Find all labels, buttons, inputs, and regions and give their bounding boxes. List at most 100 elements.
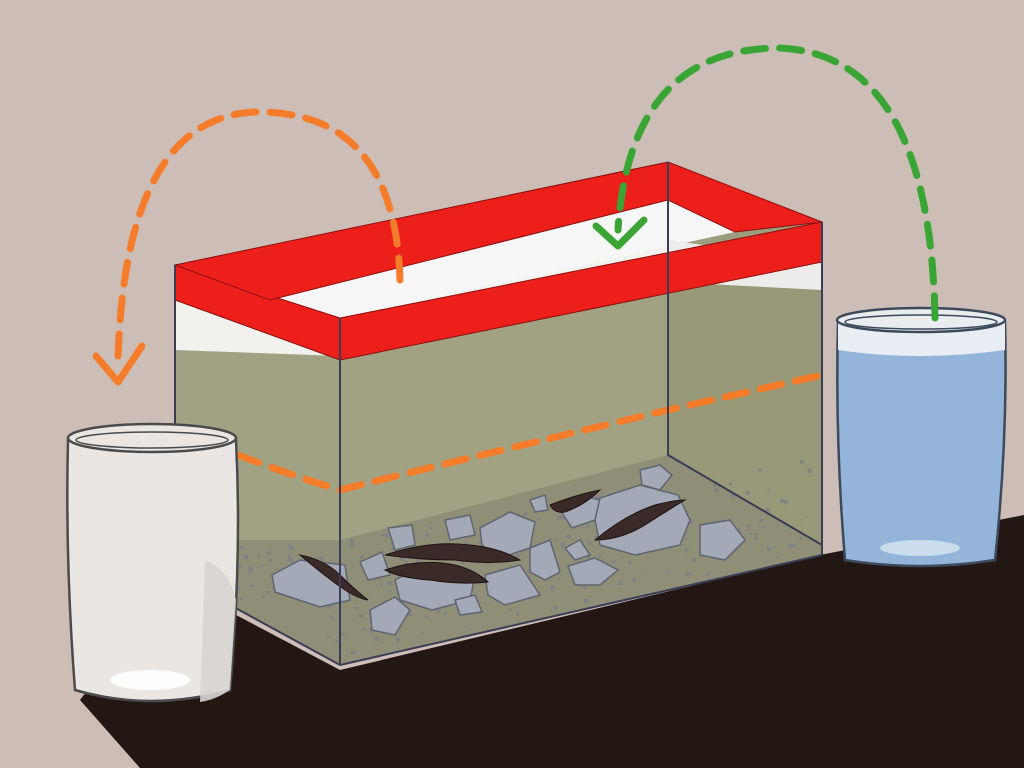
rock (387, 524, 416, 551)
rock (359, 550, 391, 581)
gravel-speck (807, 468, 812, 474)
gravel-speck (328, 605, 332, 609)
gravel-speck (754, 532, 758, 537)
gravel-speck (289, 545, 294, 551)
gravel-speck (266, 591, 270, 595)
gravel-speck (327, 636, 330, 639)
gravel-speck (666, 569, 670, 573)
gravel-speck (319, 556, 324, 562)
gravel-speck (583, 598, 589, 604)
gravel-speck (240, 545, 244, 550)
rock (369, 596, 411, 636)
gravel-speck (799, 536, 803, 540)
gravel-speck (632, 577, 637, 583)
gravel-speck (685, 537, 688, 540)
gravel-speck (799, 459, 804, 465)
gravel-speck (759, 518, 764, 523)
gravel-speck (429, 526, 433, 530)
jar-side-glare (200, 560, 236, 702)
gravel-speck (627, 560, 632, 565)
gravel-speck (421, 631, 425, 635)
gravel-speck (728, 482, 733, 486)
table-shadow (80, 515, 1024, 768)
gravel-speck (276, 567, 279, 570)
gravel-speck (766, 546, 772, 552)
refill-arrow-curve (614, 44, 939, 322)
gravel-speck (408, 612, 413, 617)
gravel-speck (443, 612, 448, 616)
gravel-speck (384, 533, 389, 538)
gravel-speck (523, 512, 528, 517)
gravel-speck (335, 640, 338, 643)
rock (567, 557, 620, 586)
gravel-speck (775, 556, 778, 559)
gravel-speck (341, 632, 345, 636)
rock (454, 594, 484, 616)
gravel-speck (753, 536, 759, 541)
jar-body (836, 320, 1007, 568)
gravel-speck (316, 556, 319, 559)
gravel-speck (585, 524, 590, 529)
gravel-speck (379, 582, 382, 586)
rock (563, 539, 592, 561)
gravel-speck (463, 626, 467, 629)
gravel-speck (350, 650, 356, 655)
gravel-speck (713, 483, 717, 488)
gravel-speck (800, 518, 803, 521)
gravel-speck (557, 515, 563, 521)
gravel-speck (765, 508, 770, 513)
gravel-speck (536, 517, 541, 521)
jar-rim-inner (75, 431, 229, 449)
gravel-speck (268, 558, 273, 563)
gravel-speck (239, 597, 243, 601)
gravel-speck (260, 564, 264, 568)
gravel-speck (763, 525, 767, 529)
gravel-speck (515, 612, 520, 616)
tank-edge-back (667, 162, 823, 546)
gravel-speck (642, 574, 646, 577)
leech (298, 554, 369, 601)
gravel-speck (358, 613, 364, 619)
gravel-speck (555, 537, 558, 540)
gravel-speck (381, 533, 386, 537)
gravel-speck (376, 583, 379, 587)
jar-bottom-highlight (110, 670, 190, 690)
fresh-water-jar (835, 306, 1007, 568)
rock (444, 514, 476, 541)
gravel-speck (395, 637, 400, 642)
gravel-speck (495, 515, 498, 518)
removal-arrow-curve (114, 108, 404, 364)
leeches (298, 489, 687, 601)
gravel-speck (550, 585, 555, 590)
gravel-speck (249, 584, 253, 587)
leech (384, 543, 522, 563)
gravel-speck (553, 605, 558, 610)
jar-rim (66, 422, 238, 454)
tank-water-side (668, 275, 822, 555)
gravel-speck (349, 542, 355, 548)
tank-edge-bottom (339, 554, 823, 666)
gravel-speck (262, 595, 266, 599)
gravel-speck (329, 615, 333, 620)
gravel-speck (685, 571, 691, 577)
aquarium (173, 161, 826, 666)
rock (484, 564, 542, 606)
gravel-speck (783, 499, 789, 505)
gravel-speck (587, 541, 592, 546)
gravel-speck (436, 608, 441, 613)
gravel-speck (508, 608, 513, 612)
jar-body (66, 438, 240, 703)
gravel-speck (598, 554, 602, 559)
refill-arrow (592, 44, 939, 322)
gravel-speck (424, 615, 429, 619)
removal-arrow (92, 108, 404, 386)
jar-rim (835, 306, 1007, 334)
gravel-speck (788, 543, 793, 548)
gravel-speck (387, 580, 393, 586)
rock (639, 464, 674, 491)
rock (529, 539, 561, 581)
gravel-speck (705, 573, 709, 577)
leech (593, 499, 687, 541)
gravel-speck (792, 544, 796, 548)
gravel-speck (758, 468, 763, 473)
